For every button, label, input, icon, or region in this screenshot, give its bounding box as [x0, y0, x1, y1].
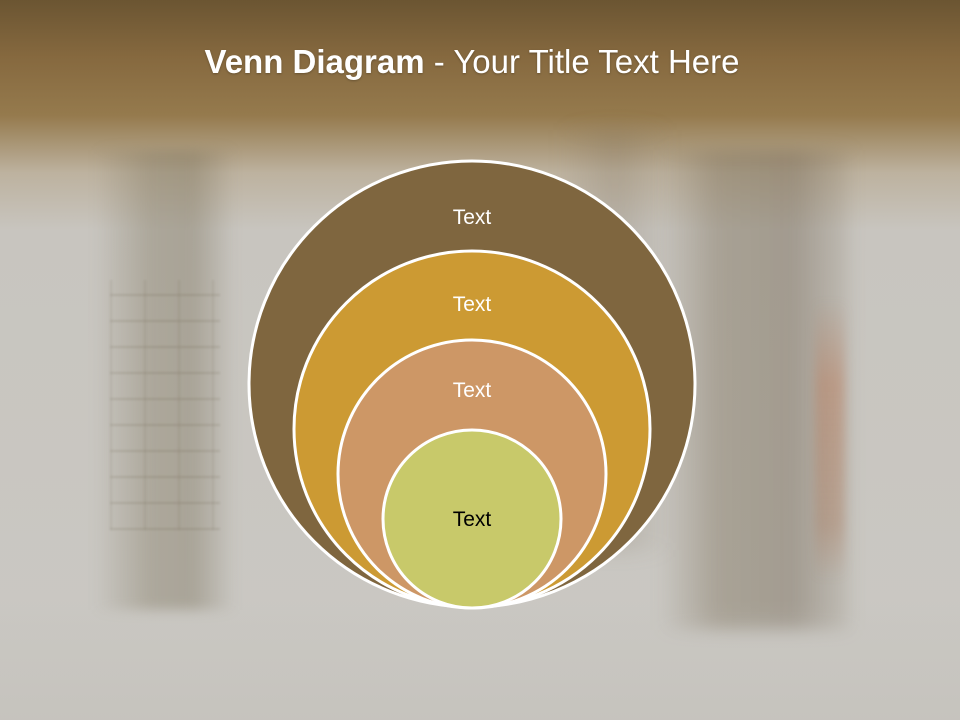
title-bold: Venn Diagram — [204, 43, 425, 80]
background-floor — [0, 600, 960, 720]
venn-label-second: Text — [453, 293, 492, 316]
background-door-glow — [815, 300, 845, 580]
background-left-wall — [95, 150, 235, 610]
venn-label-outer: Text — [453, 206, 492, 229]
title-rest: - Your Title Text Here — [424, 43, 740, 80]
venn-label-inner: Text — [453, 508, 492, 531]
background-brick-pattern — [110, 280, 220, 530]
venn-circle-inner[interactable] — [381, 428, 563, 610]
venn-label-third: Text — [453, 379, 492, 402]
slide-title: Venn Diagram - Your Title Text Here — [0, 38, 944, 86]
